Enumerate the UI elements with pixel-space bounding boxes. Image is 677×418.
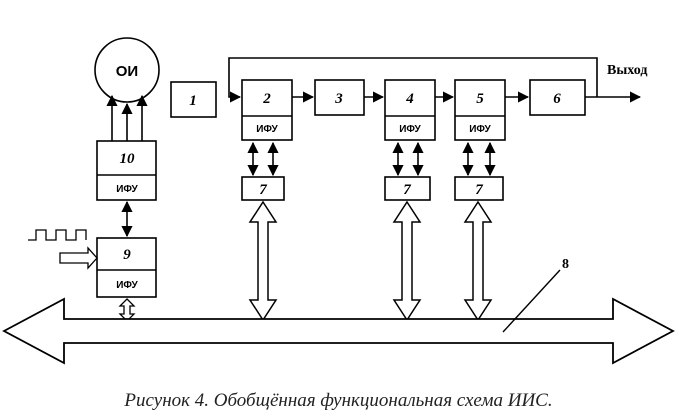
block-6 <box>529 79 586 116</box>
figure-caption: Рисунок 4. Обобщённая функциональная схе… <box>124 390 553 411</box>
block-3 <box>314 79 365 116</box>
block-4-ifu: ИФУ <box>399 124 421 135</box>
system-bus <box>2 297 675 365</box>
output-label: Выход <box>607 63 647 78</box>
block-10-ifu: ИФУ <box>116 184 138 195</box>
block-7a <box>241 176 285 201</box>
block-5 <box>454 79 506 141</box>
block-1 <box>170 81 217 118</box>
block-9 <box>96 237 157 298</box>
block-10-label: 10 <box>120 151 136 167</box>
object-label: ОИ <box>116 63 138 80</box>
block-4-label: 4 <box>405 91 414 107</box>
block-7b-label: 7 <box>403 182 411 198</box>
block-7c-label: 7 <box>475 182 483 198</box>
block-4 <box>384 79 436 141</box>
block-6-label: 6 <box>553 91 561 107</box>
block-10 <box>96 140 157 201</box>
block-1-label: 1 <box>189 93 197 109</box>
block-3-label: 3 <box>334 91 343 107</box>
block-7b <box>384 176 431 201</box>
block-5-ifu: ИФУ <box>469 124 491 135</box>
block-7a-label: 7 <box>259 182 267 198</box>
block-2-label: 2 <box>262 91 271 107</box>
object-circle <box>94 37 160 103</box>
block-5-label: 5 <box>476 91 484 107</box>
block-2-ifu: ИФУ <box>256 124 278 135</box>
block-9-label: 9 <box>123 247 131 263</box>
block-7c <box>454 176 504 201</box>
block-2 <box>241 79 293 141</box>
block-9-ifu: ИФУ <box>116 280 138 291</box>
bus-label: 8 <box>562 257 569 272</box>
pulse-signal <box>28 229 87 241</box>
